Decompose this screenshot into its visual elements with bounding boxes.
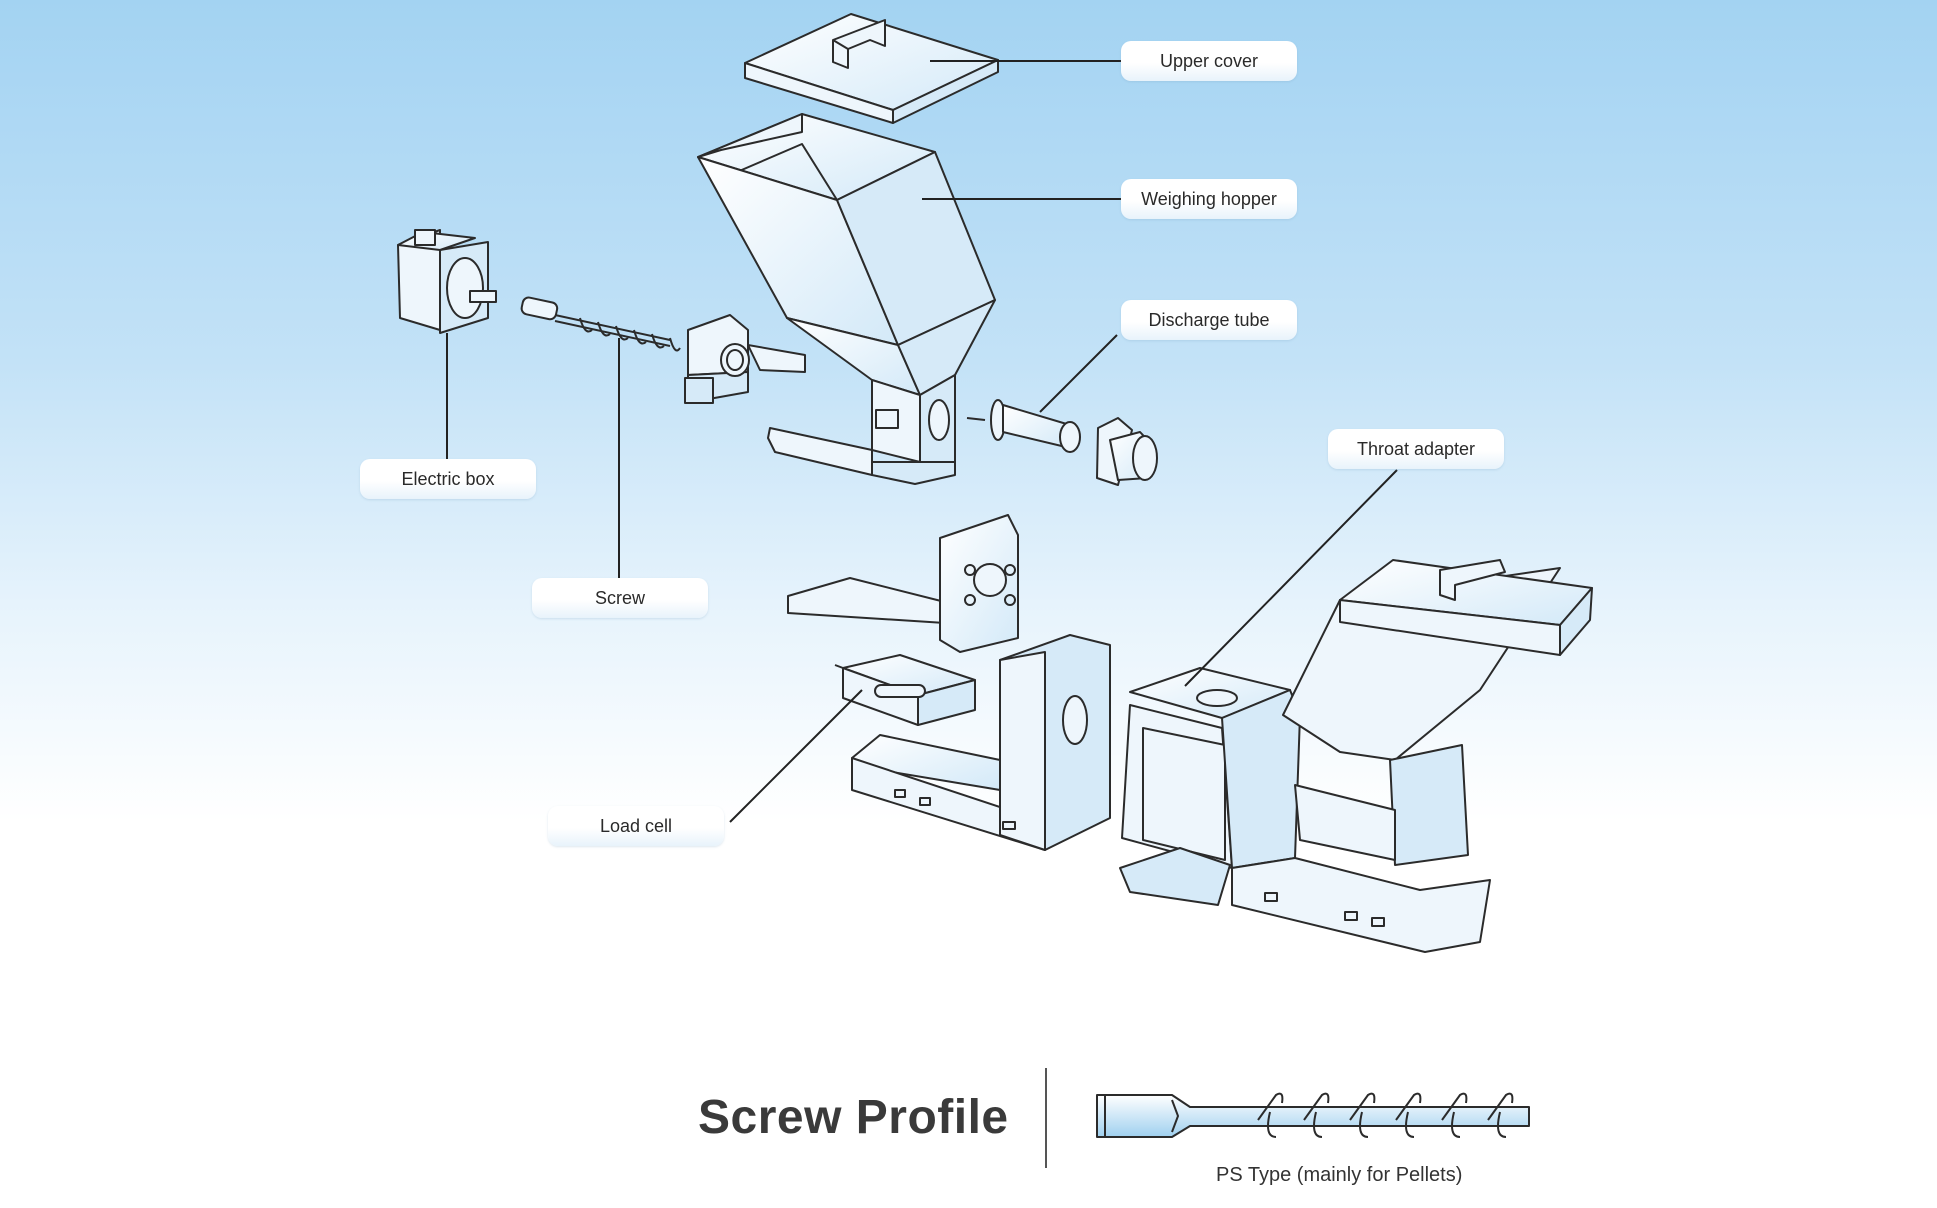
section-divider [1045,1068,1047,1168]
screw-profile-caption: PS Type (mainly for Pellets) [1216,1164,1463,1186]
label-load-cell: Load cell [548,806,724,846]
weighing-hopper-part [697,113,996,485]
label-screw: Screw [532,578,708,618]
bearing-coupling-part [684,314,806,404]
discharge-tube-leader [1039,334,1118,413]
throat-adapter-leader [1184,469,1398,687]
upper-cover-part [744,13,999,124]
base-frame-part [851,634,1111,851]
label-throat-adapter: Throat adapter [1328,429,1504,469]
label-upper-cover: Upper cover [1121,41,1297,81]
screw-part [520,296,681,352]
electric-box-part [397,229,497,334]
load-cell-part [834,654,976,726]
label-weighing-hopper: Weighing hopper [1121,179,1297,219]
label-electric-box: Electric box [360,459,536,499]
load-cell-leader [729,689,863,823]
discharge-tube-part [966,399,1081,453]
bracket-plate-part [787,514,1019,653]
throat-flange-part [1096,417,1158,486]
label-discharge-tube: Discharge tube [1121,300,1297,340]
screw-profile-drawing [1096,1092,1530,1138]
screw-profile-title: Screw Profile [698,1091,1009,1144]
assembled-unit [1119,559,1593,953]
